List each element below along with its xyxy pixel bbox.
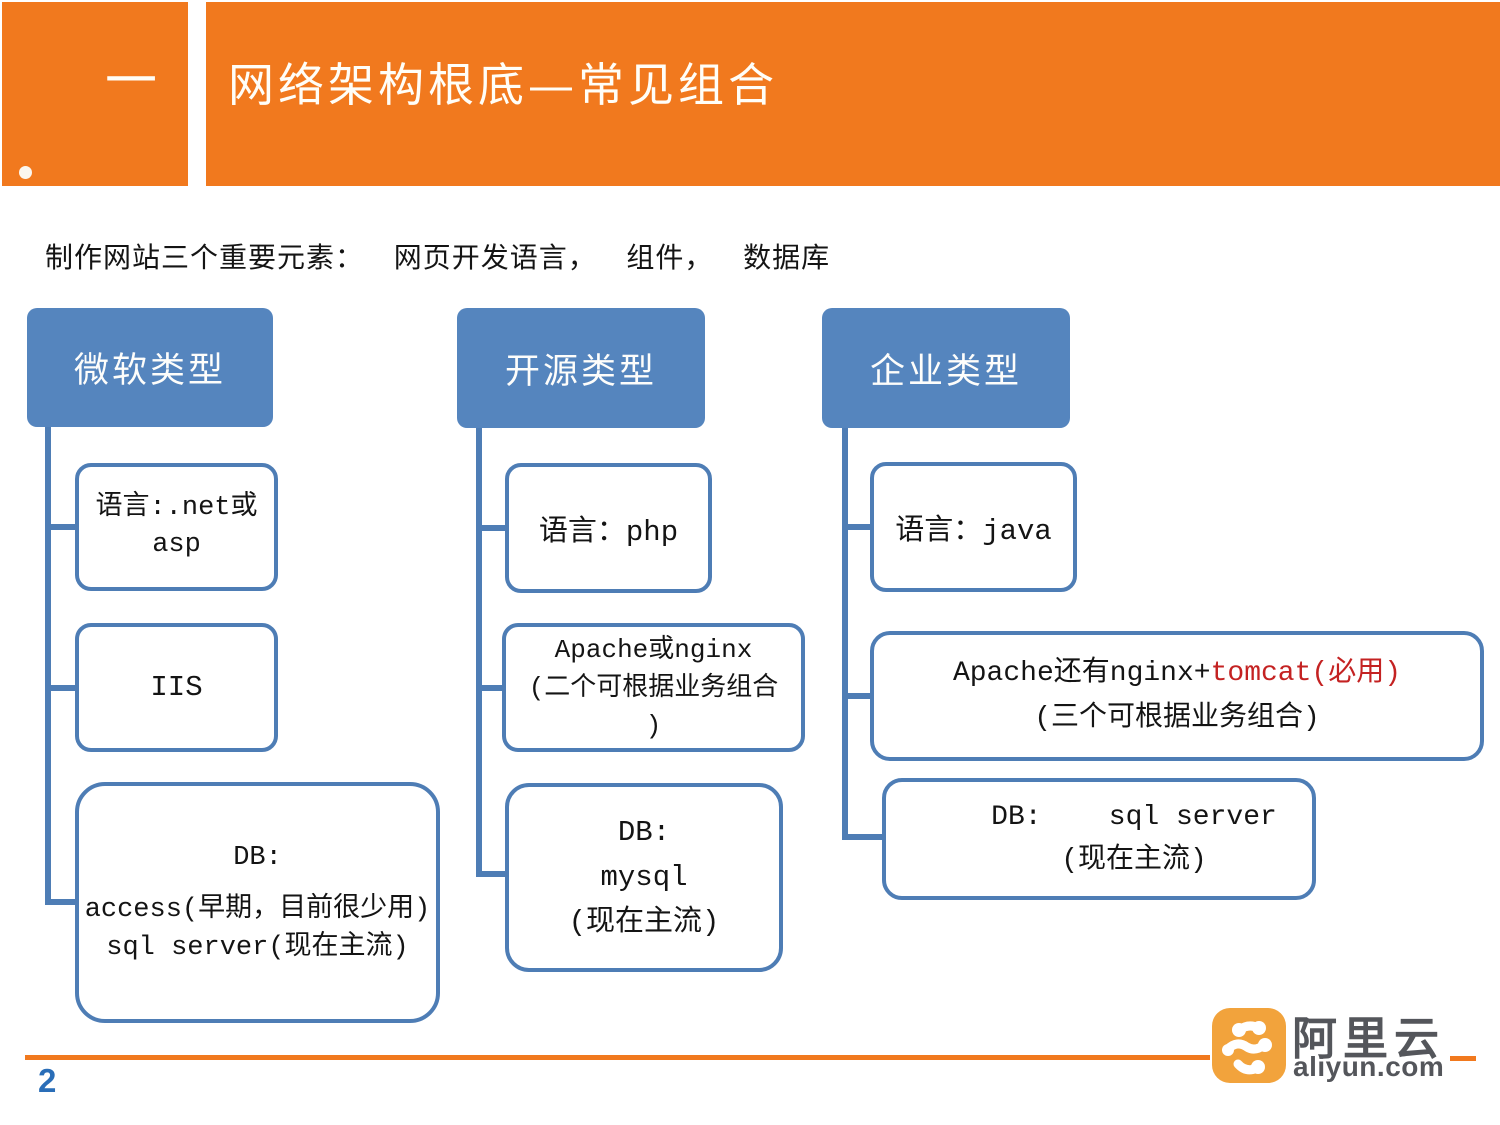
node-db-access-sqlserver: DB: access(早期，目前很少用) sql server(现在主流) [75,782,440,1023]
slide-title: 网络架构根底—常见组合 [228,58,778,112]
node-text-line: 语言:.net或 [95,493,258,523]
intro-text: 制作网站三个重要元素： 网页开发语言， 组件， 数据库 [45,241,831,274]
node-db-mysql: DB: mysql (现在主流) [505,783,783,972]
node-text-line: access(早期，目前很少用) [84,894,431,925]
node-apache-nginx-tomcat: Apache还有nginx+tomcat(必用) (三个可根据业务组合) [870,631,1484,761]
section-number: 一 [104,52,157,112]
node-text-line: DB: sql server [991,802,1277,833]
node-text-line: ) [645,710,662,741]
title-bar: 网络架构根底—常见组合 [206,2,1500,186]
node-text-line: Apache或nginx [554,634,753,665]
node-text-line: DB: [617,816,671,849]
aliyun-logo-domain: aliyun.com [1293,1051,1445,1082]
node-text-line: IIS [150,671,203,704]
node-text-line: sql server(现在主流) [106,932,409,963]
connector-vertical-microsoft [45,427,51,903]
node-db-sqlserver: DB: sql server (现在主流) [882,778,1316,900]
node-language-php: 语言：php [505,463,712,593]
node-text-line: (现在主流) [1061,845,1207,876]
node-text-red-highlight: tomcat(必用) [1210,658,1402,689]
connector-stub [842,693,874,699]
connector-vertical-opensource [476,428,482,876]
cloud-glyph [1222,1021,1272,1075]
connector-stub [476,685,506,691]
connector-vertical-enterprise [842,428,848,839]
node-apache-nginx: Apache或nginx (二个可根据业务组合 ) [502,623,805,752]
node-language-java: 语言：java [870,462,1077,592]
category-box-microsoft: 微软类型 [27,308,273,427]
footer-divider [25,1055,1210,1060]
node-text-line: (二个可根据业务组合 [528,672,779,703]
node-text-black: Apache还有nginx+ [952,658,1211,689]
node-text-line: 语言：php [538,516,679,549]
node-text-line: DB: [233,842,282,873]
node-language-net-asp: 语言:.net或 asp [75,463,278,591]
aliyun-cloud-icon [1212,1008,1286,1083]
node-text-line: 语言：java [895,515,1052,548]
section-bullet-dot [19,166,32,179]
node-text-line: mysql [600,861,688,894]
aliyun-logo-cn: 阿里云 [1292,1013,1446,1064]
connector-stub [45,899,79,905]
node-text-line: Apache还有nginx+tomcat(必用) [953,651,1401,696]
node-iis: IIS [75,623,278,752]
category-box-enterprise: 企业类型 [822,308,1070,428]
connector-stub [45,524,79,530]
connector-stub [476,525,509,531]
connector-stub [476,871,509,877]
section-number-block: 一 [2,2,188,186]
node-text-line: (现在主流) [568,906,720,939]
footer-divider-right [1450,1056,1476,1061]
page-number: 2 [38,1062,57,1099]
node-text-line: (三个可根据业务组合) [1034,703,1320,734]
connector-stub [45,685,79,691]
category-box-opensource: 开源类型 [457,308,705,428]
connector-stub [842,834,886,840]
connector-stub [842,524,874,530]
node-text-line: asp [152,530,201,560]
